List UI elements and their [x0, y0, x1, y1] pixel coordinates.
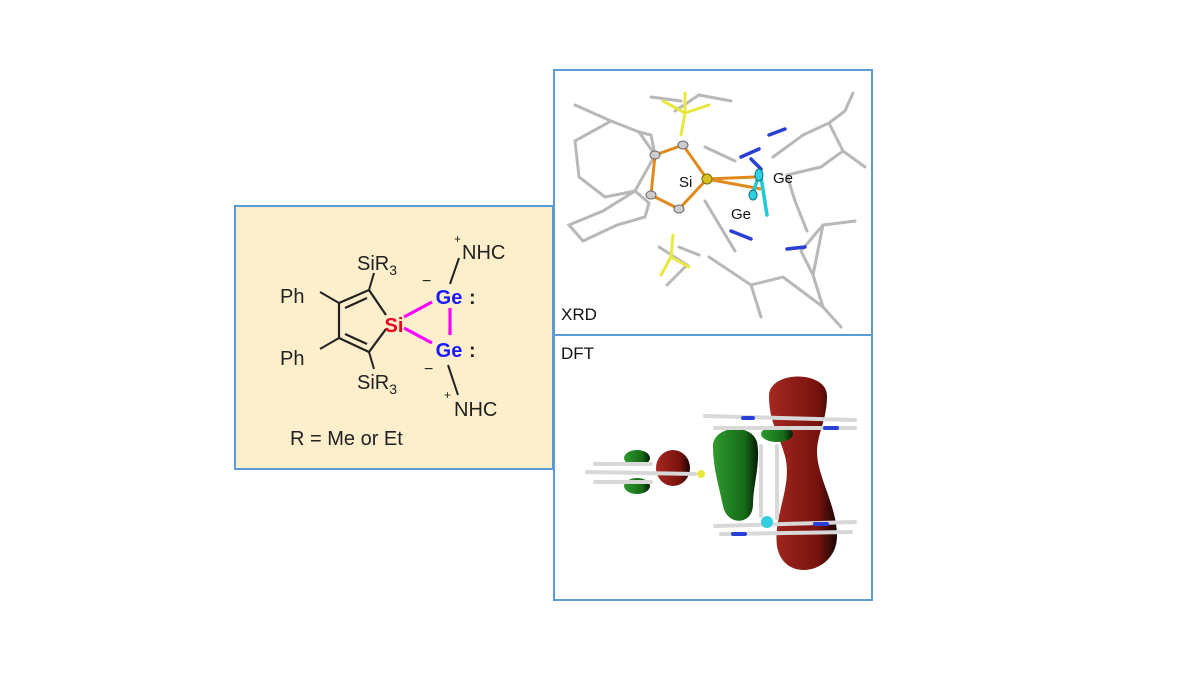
sige2-bonds [403, 300, 452, 345]
xrd-crystal-structure: Si Ge Ge [566, 91, 867, 329]
xrd-label-ge1: Ge [773, 170, 793, 187]
xrd-carbon-frame [566, 91, 867, 329]
dft-panel: DFT [553, 334, 873, 601]
dft-nitrogen-sticks [731, 416, 839, 536]
xrd-germanium-atom [748, 189, 758, 201]
sir3-label-top: SiR3 [357, 253, 397, 278]
dft-germanium-atom [761, 516, 773, 528]
lone-pair-top: : [469, 287, 476, 309]
lone-pair-bottom: : [469, 340, 476, 362]
r-group-definition: R = Me or Et [290, 428, 403, 450]
silole-ring [337, 288, 387, 353]
dft-silicon-atom [697, 470, 705, 478]
charge-plus-bottom: + [444, 388, 451, 402]
nhc-label-top: NHC [462, 242, 505, 264]
dft-red-lobe-small [656, 450, 690, 486]
substituent-bonds [319, 257, 460, 396]
dft-green-lobe-middle [713, 428, 759, 521]
xrd-panel-label: XRD [561, 305, 597, 324]
charge-minus-top: − [422, 273, 431, 290]
xrd-silyl-groups [659, 91, 711, 277]
charge-minus-bottom: − [424, 361, 433, 378]
silicon-atom-label: Si [385, 315, 404, 337]
nhc-label-bottom: NHC [454, 399, 497, 421]
germanium-atom-bottom: Ge [436, 340, 463, 362]
dft-orbital-plot [585, 376, 857, 570]
germanium-atom-top: Ge [436, 287, 463, 309]
phenyl-label-top: Ph [280, 286, 304, 308]
structure-drawing: Si Ge Ge : : − − + NHC + NHC Ph Ph SiR3 … [280, 232, 505, 450]
xrd-panel: Si Ge Ge XRD [553, 69, 873, 336]
xrd-carbon-atom [673, 204, 685, 214]
xrd-germanium-atom [754, 168, 764, 182]
xrd-silicon-atom [701, 173, 713, 185]
xrd-label-si: Si [679, 174, 692, 191]
phenyl-label-bottom: Ph [280, 348, 304, 370]
xrd-carbon-atom [649, 150, 661, 160]
sir3-label-bottom: SiR3 [357, 372, 397, 397]
dft-panel-label: DFT [561, 344, 595, 363]
charge-plus-top: + [454, 232, 461, 246]
xrd-carbon-atom [645, 190, 657, 200]
dft-red-lobe-large [769, 376, 837, 570]
xrd-label-ge2: Ge [731, 206, 751, 223]
silole-double-bonds [344, 296, 368, 346]
xrd-nitrogen-bonds [729, 127, 807, 251]
xrd-carbon-atom [677, 140, 689, 150]
structure-panel: Si Ge Ge : : − − + NHC + NHC Ph Ph SiR3 … [234, 205, 554, 470]
